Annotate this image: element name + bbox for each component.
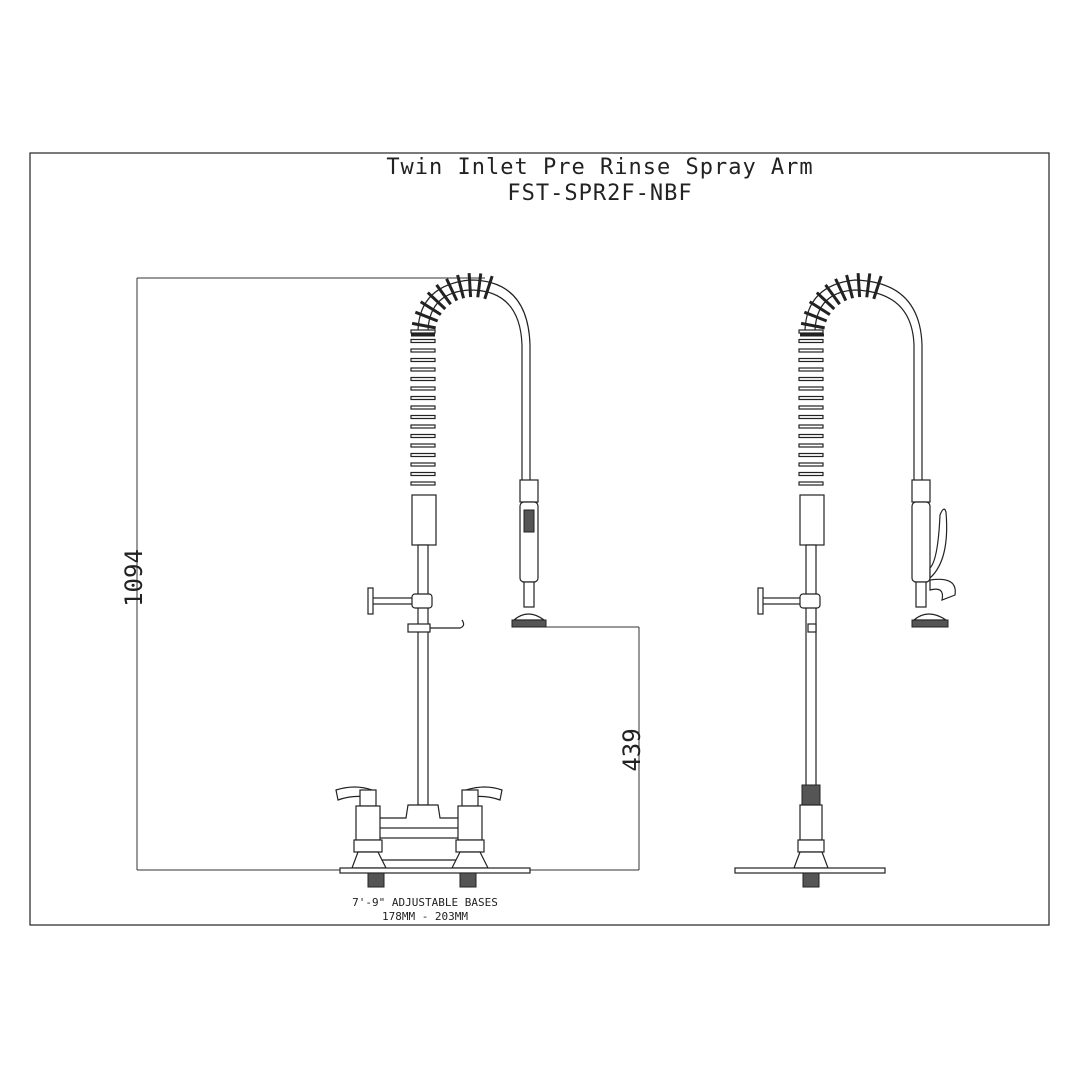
spring-coil-ring (798, 471, 824, 477)
spring-coil-ring (798, 357, 824, 363)
spring-coil-ring (410, 357, 436, 363)
model-number: FST-SPR2F-NBF (507, 181, 692, 206)
right-mounting-nut (459, 872, 477, 888)
side-spray-valve (911, 479, 931, 503)
spray-valve (519, 479, 539, 503)
spring-coil-ring (815, 291, 836, 311)
side-base-plate (734, 867, 886, 874)
spring-coil-ring (798, 405, 824, 410)
spring-coil-ring (803, 310, 828, 323)
spring-coil-ring (865, 273, 872, 298)
spring-coil-ring (410, 433, 436, 439)
dimension-overall-height: 1094 (120, 277, 639, 871)
spring-coil-ring (872, 275, 883, 300)
spring-coil-ring (798, 348, 824, 353)
spring-coil-ring (798, 452, 824, 458)
spray-lever (929, 508, 948, 580)
riser-pipe (417, 544, 429, 806)
right-valve (451, 786, 503, 869)
spring-coil-ring (798, 329, 824, 334)
spring-coil-ring (411, 321, 436, 330)
base-note-metric: 178MM - 203MM (382, 910, 468, 923)
spring-coil-ring (410, 367, 436, 372)
spring-coil-ring (798, 481, 824, 486)
spring-coil-ring (435, 283, 452, 306)
spring-coil-ring (419, 300, 442, 316)
spring-coil-ring (410, 405, 436, 410)
left-mounting-nut (367, 872, 385, 888)
dimension-label-1094: 1094 (120, 549, 148, 607)
spring-coil-ring (856, 273, 862, 298)
drawing-title: Twin Inlet Pre Rinse Spray Arm (386, 155, 813, 180)
side-view (734, 273, 956, 888)
spring-coil-ring (798, 386, 824, 391)
side-spring-collar (799, 494, 825, 546)
spring-coil-ring (798, 367, 824, 372)
dimension-label-439: 439 (618, 728, 646, 771)
spray-nozzle (511, 619, 547, 628)
spring-coil-ring (798, 376, 824, 382)
spring-coil-ring (824, 283, 841, 306)
spring-coil-ring (800, 321, 825, 330)
spring-coil-ring (410, 329, 436, 334)
base-note-imperial: 7'-9" ADJUSTABLE BASES (352, 896, 498, 909)
side-spray-nozzle (911, 619, 949, 628)
spring-collar (411, 494, 437, 546)
spring-coil-ring (410, 481, 436, 486)
spring-coil-ring (834, 278, 848, 302)
spring-coil-ring (845, 274, 855, 299)
spring-coil-ring (798, 338, 824, 344)
drawing-frame (29, 152, 1050, 926)
spring-coil-ring (483, 275, 494, 300)
spring-coil-ring (798, 443, 824, 448)
spring-coil-ring (410, 424, 436, 429)
spring-coil-ring (808, 300, 831, 316)
side-valve-body (799, 804, 823, 841)
spring-coil-ring (410, 462, 436, 467)
spring-coil-ring (467, 273, 473, 298)
spring-coil-ring (426, 291, 447, 311)
front-view (335, 273, 547, 888)
spring-coil-ring (410, 338, 436, 344)
spring-coil-ring (445, 278, 459, 302)
spring-coil-ring (410, 471, 436, 477)
spring-coil-ring (798, 414, 824, 420)
spring-coil-ring (410, 414, 436, 420)
spring-coil-ring (798, 462, 824, 467)
spring-coil-ring (476, 273, 483, 298)
side-mounting-nut (802, 872, 820, 888)
left-valve (335, 786, 387, 869)
dimension-spray-height: 439 (540, 626, 646, 870)
spring-coil-ring (798, 433, 824, 439)
spring-coil-ring (798, 395, 824, 401)
side-riser-pipe (805, 544, 817, 791)
base-plate (339, 867, 531, 874)
spring-coil-ring (456, 274, 466, 299)
spring-coil-ring (410, 386, 436, 391)
spring-coil-ring (410, 443, 436, 448)
spring-coil-ring (414, 310, 439, 323)
spring-coil-ring (410, 376, 436, 382)
spring-coil-ring (410, 395, 436, 401)
spring-coil-ring (798, 424, 824, 429)
spring-coil-ring (410, 452, 436, 458)
spring-coil-ring (410, 348, 436, 353)
